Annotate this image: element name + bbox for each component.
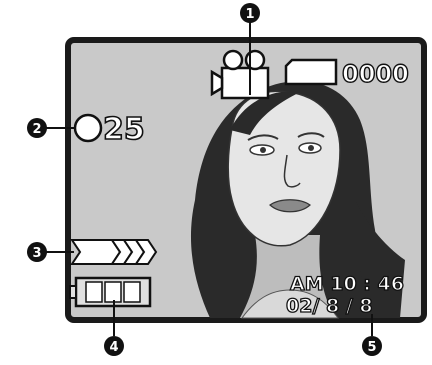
date-display: 02/ 8 / 8 (286, 295, 373, 317)
flash-chevrons-icon (70, 239, 158, 265)
hair-fringe (230, 91, 300, 135)
shot-counter: 0000 (342, 60, 409, 88)
right-brow (297, 132, 325, 138)
hair-strands (353, 200, 405, 318)
lips (269, 199, 311, 213)
left-pupil (260, 147, 266, 153)
callout-marker-4: 4 (104, 336, 124, 356)
memory-card-icon (284, 58, 338, 86)
callout-number: 1 (245, 7, 254, 22)
zoom-value: 25 (103, 112, 145, 147)
callout-marker-3: 3 (27, 242, 47, 262)
right-pupil (308, 145, 314, 151)
left-brow (247, 134, 279, 141)
callout-marker-2: 2 (27, 118, 47, 138)
callout-marker-5: 5 (362, 336, 382, 356)
nose (283, 154, 301, 188)
battery-icon (69, 276, 152, 308)
callout-number: 2 (32, 122, 41, 137)
callout-number: 3 (32, 246, 41, 261)
zoom-circle-icon (73, 113, 103, 143)
time-display: AM 10 : 46 (290, 273, 404, 295)
callout-marker-1: 1 (240, 3, 260, 23)
callout-number: 5 (367, 340, 376, 355)
face (227, 90, 341, 247)
photo-subject (190, 81, 405, 319)
sweater (241, 289, 339, 319)
callout-number: 4 (109, 340, 118, 355)
